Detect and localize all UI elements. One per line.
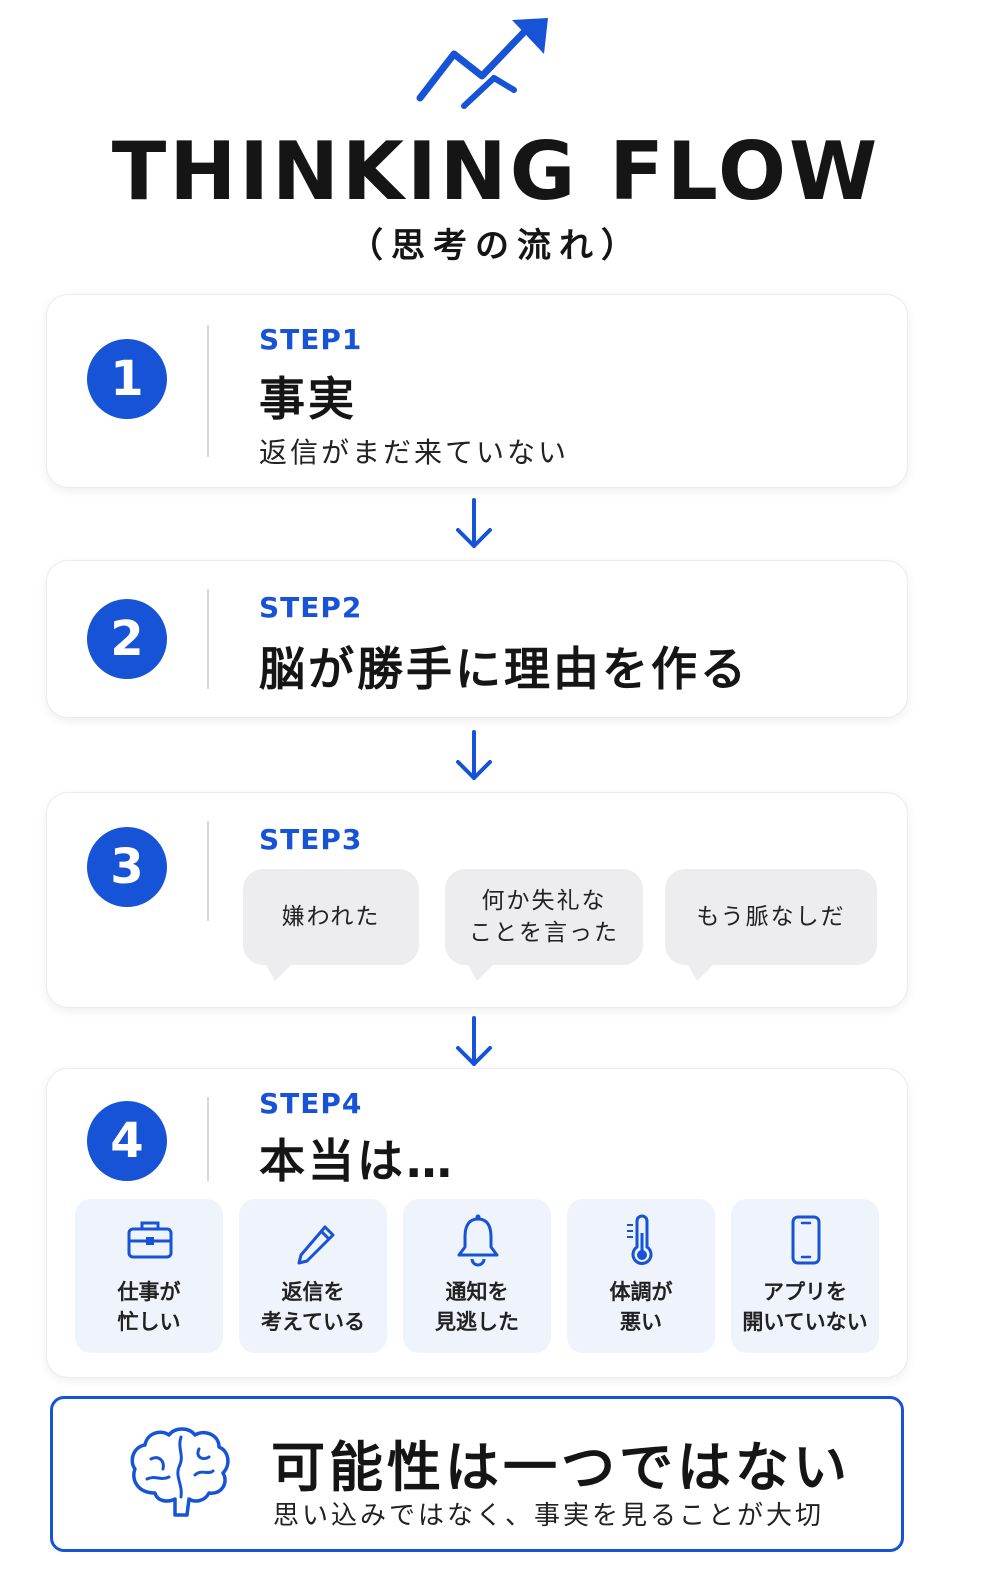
reason-card-busy: 仕事が 忙しい — [75, 1199, 223, 1353]
reason-text-line1: 通知を — [445, 1280, 509, 1304]
bell-icon — [457, 1214, 499, 1267]
step-label: STEP2 — [259, 591, 363, 624]
reason-text-line1: 体調が — [609, 1280, 673, 1304]
down-arrow-icon — [456, 730, 492, 780]
reason-text-line2: 忙しい — [117, 1310, 181, 1334]
reason-text-line2: 考えている — [261, 1310, 365, 1334]
step-card-3: 3 STEP3 嫌われた 何か失礼な ことを言った もう脈なしだ — [46, 792, 908, 1008]
conclusion-heading: 可能性は一つではない — [271, 1436, 851, 1499]
divider — [207, 821, 209, 921]
step-card-1: 1 STEP1 事実 返信がまだ来ていない — [46, 294, 908, 488]
thought-bubble: 何か失礼な ことを言った — [445, 869, 643, 981]
thermometer-icon — [627, 1214, 653, 1265]
reason-card-app-not-opened: アプリを 開いていない — [731, 1199, 879, 1353]
step-card-4: 4 STEP4 本当は… 仕事が 忙しい 返信を 考えている — [46, 1068, 908, 1378]
reason-card-thinking: 返信を 考えている — [239, 1199, 387, 1353]
brain-icon — [130, 1427, 230, 1517]
reason-card-missed-notification: 通知を 見逃した — [403, 1199, 551, 1353]
conclusion-box: 可能性は一つではない 思い込みではなく、事実を見ることが大切 — [50, 1396, 904, 1552]
step-number-badge: 1 — [87, 339, 167, 419]
bubble-text: もう脈なしだ — [696, 904, 846, 930]
step-card-2: 2 STEP2 脳が勝手に理由を作る — [46, 560, 908, 718]
divider — [207, 1097, 209, 1181]
step-number-badge: 3 — [87, 827, 167, 907]
reason-text-line2: 開いていない — [742, 1310, 868, 1334]
smartphone-icon — [791, 1215, 821, 1265]
reason-text-line2: 見逃した — [435, 1310, 519, 1334]
step-label: STEP4 — [259, 1087, 363, 1120]
reason-text-line1: 返信を — [281, 1280, 345, 1304]
page-subtitle: （思考の流れ） — [349, 226, 643, 266]
thought-bubble: 嫌われた — [243, 869, 419, 981]
reason-text-line1: アプリを — [763, 1280, 847, 1304]
bubble-text-line2: ことを言った — [469, 920, 619, 946]
step-heading: 事実 — [259, 372, 357, 426]
step-label: STEP1 — [259, 323, 363, 356]
step-heading: 本当は… — [259, 1134, 455, 1188]
step-label: STEP3 — [259, 823, 363, 856]
step-number-badge: 4 — [87, 1101, 167, 1181]
step-number-badge: 2 — [87, 599, 167, 679]
step-heading: 脳が勝手に理由を作る — [259, 642, 749, 696]
bubble-text-line1: 何か失礼な — [481, 888, 607, 914]
reason-text-line2: 悪い — [620, 1310, 662, 1334]
reason-card-unwell: 体調が 悪い — [567, 1199, 715, 1353]
conclusion-subtext: 思い込みではなく、事実を見ることが大切 — [273, 1501, 825, 1531]
divider — [207, 589, 209, 689]
pencil-icon — [297, 1225, 335, 1265]
briefcase-icon — [127, 1221, 173, 1259]
down-arrow-icon — [456, 1016, 492, 1066]
reason-text-line1: 仕事が — [117, 1280, 181, 1304]
down-arrow-icon — [456, 498, 492, 548]
thought-bubble: もう脈なしだ — [665, 869, 877, 981]
divider — [207, 325, 209, 457]
page-title: THINKING FLOW — [111, 125, 881, 218]
bubble-text: 嫌われた — [281, 904, 381, 930]
trend-up-arrow-icon — [416, 18, 548, 109]
step-text: 返信がまだ来ていない — [259, 436, 570, 469]
